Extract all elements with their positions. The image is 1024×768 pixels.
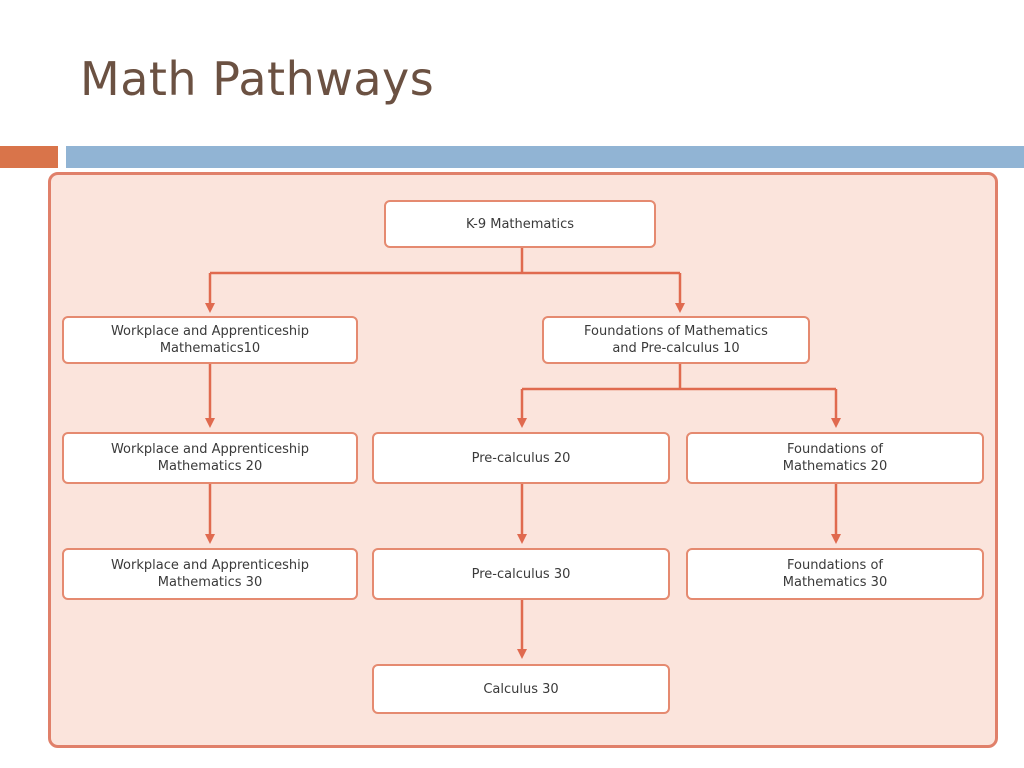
- node-foundations-30: Foundations of Mathematics 30: [686, 548, 984, 600]
- accent-bar-blue: [66, 146, 1024, 168]
- accent-bar-orange: [0, 146, 58, 168]
- node-foundations-20: Foundations of Mathematics 20: [686, 432, 984, 484]
- node-foundations-precalc-10: Foundations of Mathematics and Pre-calcu…: [542, 316, 810, 364]
- node-workplace-10: Workplace and Apprenticeship Mathematics…: [62, 316, 358, 364]
- node-workplace-20: Workplace and Apprenticeship Mathematics…: [62, 432, 358, 484]
- slide-title: Math Pathways: [80, 52, 435, 106]
- node-precalculus-20: Pre-calculus 20: [372, 432, 670, 484]
- node-workplace-30: Workplace and Apprenticeship Mathematics…: [62, 548, 358, 600]
- node-k9-mathematics: K-9 Mathematics: [384, 200, 656, 248]
- node-calculus-30: Calculus 30: [372, 664, 670, 714]
- node-precalculus-30: Pre-calculus 30: [372, 548, 670, 600]
